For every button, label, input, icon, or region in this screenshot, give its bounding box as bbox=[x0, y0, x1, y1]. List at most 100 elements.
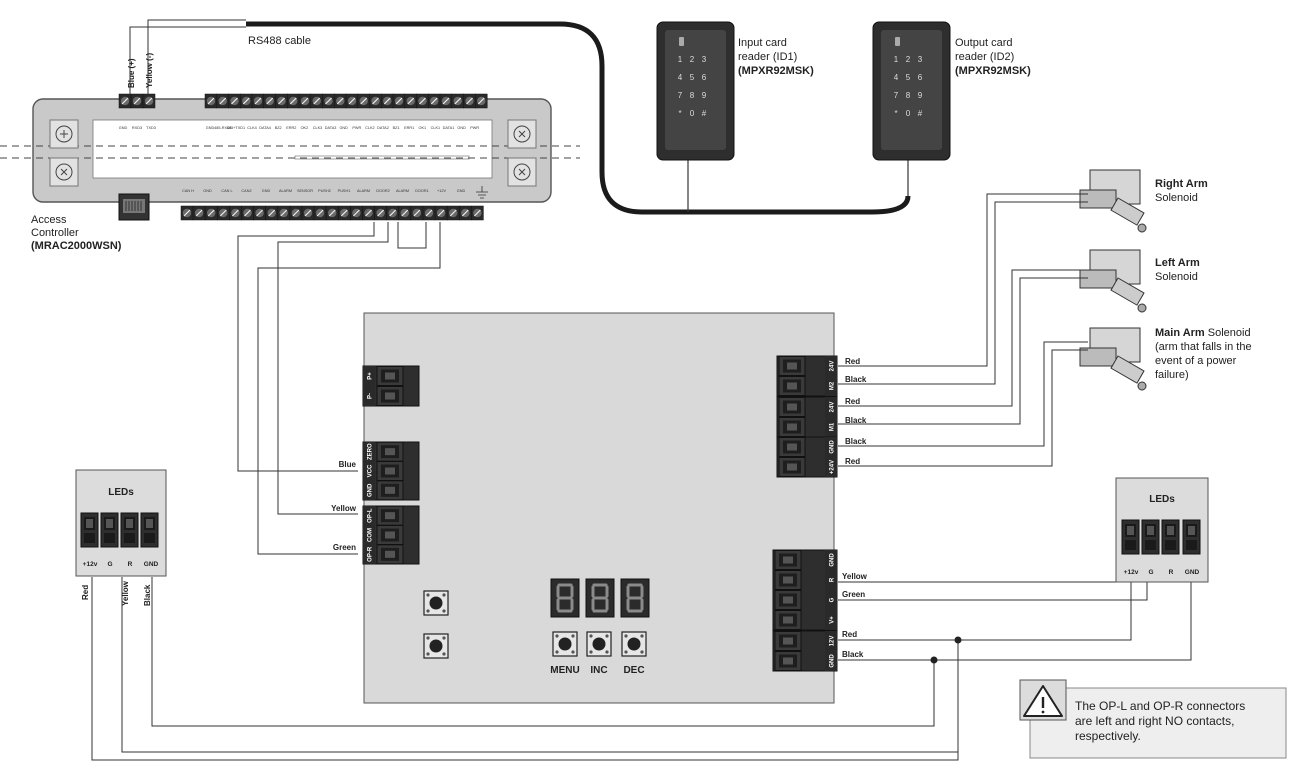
controller-bottom-label: PUSH1 bbox=[338, 189, 351, 193]
controller-top-label: CLK2 bbox=[365, 126, 375, 130]
controller-terminal-top bbox=[333, 93, 347, 109]
controller-top-label: ERR2 bbox=[286, 126, 296, 130]
menu-button[interactable] bbox=[552, 631, 578, 657]
main-red-label: Red bbox=[845, 457, 860, 466]
led-yellow-label: Yellow bbox=[842, 572, 868, 581]
controller-top-label: 485-RXD1 bbox=[214, 126, 232, 130]
controller-terminal-top bbox=[263, 93, 277, 109]
controller-terminal-bottom bbox=[361, 205, 376, 221]
connector-cell bbox=[376, 441, 404, 462]
dec-button-label: DEC bbox=[623, 665, 644, 676]
dec-button[interactable] bbox=[621, 631, 647, 657]
main-arm-line2: (arm that falls in the bbox=[1155, 341, 1252, 353]
seven-segment-display bbox=[549, 577, 651, 619]
keypad-key: 5 bbox=[906, 73, 911, 82]
controller-terminal-top bbox=[286, 93, 300, 109]
inc-button[interactable] bbox=[586, 631, 612, 657]
right-arm-subtitle: Solenoid bbox=[1155, 192, 1198, 204]
connector-cell bbox=[376, 525, 404, 545]
controller-top-label: CLK1 bbox=[431, 126, 441, 130]
controller-terminal-bottom bbox=[228, 205, 242, 221]
connector-cell bbox=[774, 570, 802, 590]
controller-top-label: GND bbox=[339, 126, 348, 130]
reader2-line2: reader (ID2) bbox=[955, 51, 1014, 63]
ground-icon bbox=[476, 186, 488, 199]
keypad-key: 6 bbox=[918, 73, 923, 82]
keypad-key: 7 bbox=[678, 91, 683, 100]
keypad-key: 3 bbox=[702, 55, 707, 64]
controller-terminal-bottom bbox=[470, 205, 484, 221]
controller-terminal-bottom bbox=[301, 205, 315, 221]
keypad-key: * bbox=[894, 109, 897, 118]
inc-button-label: INC bbox=[590, 665, 607, 676]
main-arm-line3: event of a power bbox=[1155, 355, 1237, 367]
controller-terminal-bottom bbox=[253, 205, 267, 221]
connector-pin-label: 12V bbox=[830, 636, 836, 647]
controller-bottom-label: +12V bbox=[437, 189, 446, 193]
controller-top-label: 485+TXD1 bbox=[227, 126, 245, 130]
main-black-label: Black bbox=[845, 437, 867, 446]
controller-bottom-label: ALARM bbox=[396, 189, 409, 193]
connector-cell bbox=[376, 544, 404, 565]
controller-terminal-top bbox=[392, 93, 406, 109]
connector-cell bbox=[376, 505, 404, 526]
controller-terminal-bottom bbox=[374, 205, 388, 221]
connector-cell bbox=[778, 437, 806, 457]
keypad-key: 8 bbox=[690, 91, 695, 100]
controller-terminals-bottom bbox=[180, 205, 484, 221]
keypad-key: 4 bbox=[678, 73, 683, 82]
controller-terminal-top bbox=[415, 93, 430, 109]
controller-top-label: PWR bbox=[470, 126, 479, 130]
main-arm-line4: failure) bbox=[1155, 369, 1189, 381]
reader2-line1: Output card bbox=[955, 37, 1012, 49]
keypad-key: 4 bbox=[894, 73, 899, 82]
keypad-key: 8 bbox=[906, 91, 911, 100]
connector-pin-label: ZERO bbox=[368, 443, 374, 460]
controller-bottom-label: CAN L bbox=[221, 189, 232, 193]
controller-terminal-top bbox=[216, 93, 230, 109]
keypad-key: # bbox=[702, 109, 707, 118]
connector-p: P+P- bbox=[362, 365, 420, 407]
side-button-lower[interactable] bbox=[423, 633, 449, 659]
right-arm-solenoid-icon bbox=[1079, 169, 1147, 233]
keypad-key: 3 bbox=[918, 55, 923, 64]
led-right-pin-r: R bbox=[1169, 569, 1174, 576]
keypad-key: 7 bbox=[894, 91, 899, 100]
controller-terminals-top-right bbox=[204, 93, 488, 109]
led-module-right bbox=[1115, 477, 1209, 583]
controller-top-label: CLK4 bbox=[247, 126, 257, 130]
controller-terminal-bottom bbox=[337, 205, 351, 221]
main-arm-title: Main Arm bbox=[1155, 327, 1205, 339]
controller-name-line2: Controller bbox=[31, 227, 79, 239]
menu-button-label: MENU bbox=[550, 665, 579, 676]
keypad-key: # bbox=[918, 109, 923, 118]
connector-pin-label: 24V bbox=[830, 402, 836, 413]
left-arm-solenoid-icon bbox=[1079, 249, 1147, 313]
keypad-key: 9 bbox=[918, 91, 923, 100]
controller-model: (MRAC2000WSN) bbox=[31, 240, 122, 252]
seven-segment-digit bbox=[584, 577, 616, 619]
controller-terminal-bottom bbox=[386, 205, 400, 221]
controller-terminal-top bbox=[368, 93, 383, 109]
connector-cell bbox=[774, 610, 802, 630]
controller-terminal-top bbox=[321, 93, 336, 109]
keypad-key: * bbox=[678, 109, 681, 118]
connector-cell bbox=[774, 631, 802, 651]
controller-top-label: DATA3 bbox=[325, 126, 337, 130]
warning-icon bbox=[1023, 685, 1063, 717]
controller-terminal-top bbox=[357, 93, 371, 109]
controller-top-label: GND bbox=[206, 126, 215, 130]
side-button-upper[interactable] bbox=[423, 590, 449, 616]
rs488-cable bbox=[129, 19, 911, 215]
controller-terminal-top bbox=[239, 93, 253, 109]
connector-cell bbox=[774, 590, 802, 610]
controller-top-label: ERR1 bbox=[404, 126, 414, 130]
connector-pin-label: G bbox=[830, 597, 836, 602]
led-left-pin-g: G bbox=[107, 561, 112, 568]
controller-bottom-label: CAN2 bbox=[241, 189, 251, 193]
connector-cell bbox=[778, 356, 806, 376]
controller-terminal-top bbox=[404, 93, 418, 109]
